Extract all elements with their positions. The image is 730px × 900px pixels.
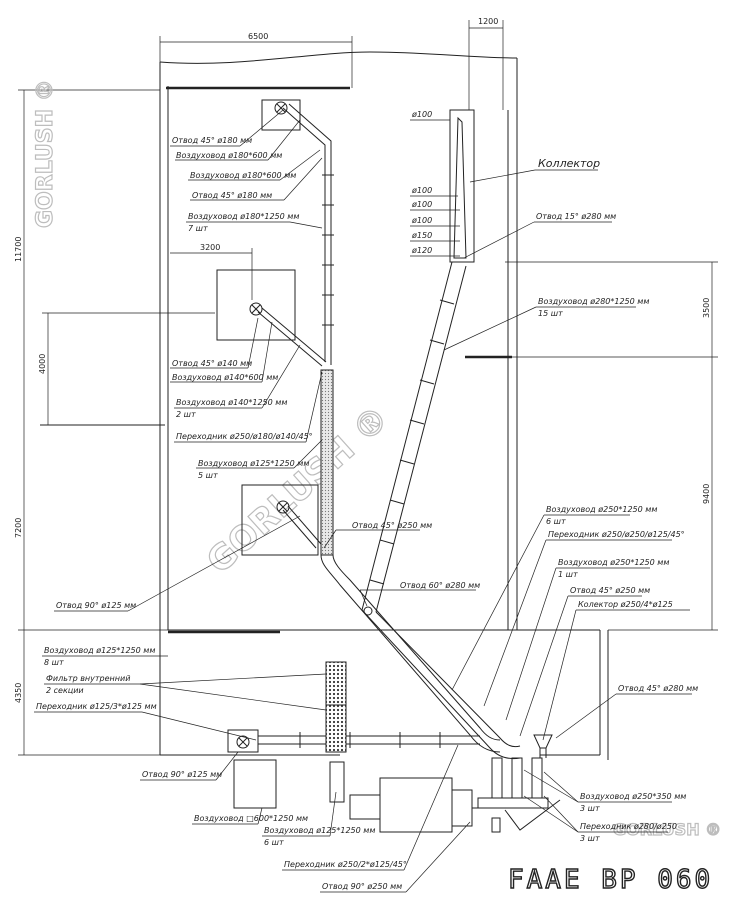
label-elbow-45-180: Отвод 45° ø180 мм [192, 191, 272, 200]
label-elbow-45-250: Отвод 45° ø250 мм [352, 521, 432, 530]
label-duct-250x1250-a: Воздуховод ø250*1250 мм [546, 505, 657, 514]
label-duct-180x1250-qty: 7 шт [188, 224, 208, 233]
label-duct-180x600-b: Воздуховод ø180*600 мм [190, 171, 296, 180]
watermark-bottom: GORLUSH ® [613, 820, 721, 839]
collector-body [449, 109, 475, 263]
dimension-values: 6500 1200 11700 3200 4000 7200 4350 3500… [14, 17, 711, 703]
machine-port-icon [236, 735, 250, 749]
label-collector-d100-d: ø100 [411, 216, 432, 225]
machine-box-middle [216, 269, 296, 341]
label-elbow-60-280: Отвод 60° ø280 мм [400, 581, 480, 590]
dim-9400: 9400 [702, 484, 711, 504]
square-duct-box [233, 759, 277, 809]
label-duct-125x1250-a-qty: 5 шт [198, 471, 218, 480]
label-adapter-125-3x125: Переходник ø125/3*ø125 мм [36, 702, 157, 711]
label-collector-d100-b: ø100 [411, 186, 432, 195]
label-collector: Коллектор [538, 157, 600, 170]
label-duct-180x600-a: Воздуховод ø180*600 мм [176, 151, 282, 160]
label-duct-125x1250-a: Воздуховод ø125*1250 мм [198, 459, 309, 468]
label-duct-280x1250: Воздуховод ø280*1250 мм [538, 297, 649, 306]
label-duct-140x1250-qty: 2 шт [176, 410, 196, 419]
dim-11700: 11700 [14, 237, 23, 262]
label-elbow-45-250-right: Отвод 45° ø250 мм [570, 586, 650, 595]
label-adapter-250-2x125: Переходник ø250/2*ø125/45° [284, 860, 407, 869]
machine-box-lower [241, 484, 319, 556]
label-duct-125x1250-c: Воздуховод ø125*1250 мм [264, 826, 375, 835]
label-duct-140x1250: Воздуховод ø140*1250 мм [176, 398, 287, 407]
label-adapter-280-250-qty: 3 шт [580, 834, 600, 843]
dimension-lines [18, 20, 718, 756]
machine-port-icon [249, 302, 263, 316]
label-elbow-45-180-top: Отвод 45° ø180 мм [172, 136, 252, 145]
label-internal-filter: Фильтр внутренний [46, 674, 130, 683]
label-duct-250x1250-b: Воздуховод ø250*1250 мм [558, 558, 669, 567]
dim-3200: 3200 [200, 243, 220, 252]
dim-6500: 6500 [248, 32, 268, 41]
label-collector-d100-top: ø100 [411, 110, 432, 119]
label-collector-d120: ø120 [411, 246, 432, 255]
watermark-diagonal: GORLUSH ® [199, 398, 397, 582]
duct-network [257, 103, 561, 833]
component-labels: Отвод 45° ø180 мм Воздуховод ø180*600 мм… [36, 110, 698, 891]
label-duct-250x1250-b-qty: 1 шт [558, 570, 578, 579]
dim-3500: 3500 [702, 298, 711, 318]
label-elbow-90-125-upper: Отвод 90° ø125 мм [56, 601, 136, 610]
label-elbow-45-280: Отвод 45° ø280 мм [618, 684, 698, 693]
label-duct-140x600: Воздуховод ø140*600 мм [172, 373, 278, 382]
machine-box-top [261, 99, 301, 131]
dim-4350: 4350 [14, 683, 23, 703]
label-collector-d150: ø150 [411, 231, 432, 240]
label-duct-125x1250-b: Воздуховод ø125*1250 мм [44, 646, 155, 655]
label-collector-250-4x125: Колектор ø250/4*ø125 [578, 600, 673, 609]
label-duct-250x350-qty: 3 шт [580, 804, 600, 813]
room-boxes [216, 99, 319, 809]
label-adapter-280-250: Переходник ø280/ø250 [580, 822, 677, 831]
watermarks: GORLUSH ® GORLUSH ® GORLUSH ® [32, 79, 721, 840]
label-adapter-250-180-140: Переходник ø250/ø180/ø140/45° [176, 432, 313, 441]
dim-1200: 1200 [478, 17, 498, 26]
label-adapter-250-250-125: Переходник ø250/ø250/ø125/45° [548, 530, 685, 539]
label-elbow-45-140: Отвод 45° ø140 мм [172, 359, 252, 368]
label-internal-filter-sections: 2 секции [46, 686, 84, 695]
building-outline [40, 51, 609, 760]
label-elbow-90-250: Отвод 90° ø250 мм [322, 882, 402, 891]
label-duct-125x1250-b-qty: 8 шт [44, 658, 64, 667]
dim-7200: 7200 [14, 518, 23, 538]
leader-lines [34, 109, 692, 893]
label-collector-d100-c: ø100 [411, 200, 432, 209]
machine-box-bottom [227, 729, 259, 753]
dim-4000: 4000 [38, 354, 47, 374]
drawing-title: FAAE BP 060 [508, 865, 713, 895]
label-duct-280x1250-qty: 15 шт [538, 309, 563, 318]
label-duct-180x1250: Воздуховод ø180*1250 мм [188, 212, 299, 221]
label-duct-125x1250-c-qty: 6 шт [264, 838, 284, 847]
internal-filter [325, 661, 347, 753]
label-duct-250x1250-a-qty: 6 шт [546, 517, 566, 526]
watermark-vertical: GORLUSH ® [33, 79, 58, 228]
label-square-duct-600x1250: Воздуховод □600*1250 мм [194, 814, 308, 823]
machine-port-icon [274, 101, 288, 115]
label-elbow-15-280: Отвод 15° ø280 мм [536, 212, 616, 221]
fan-unit [379, 777, 453, 833]
label-duct-250x350: Воздуховод ø250*350 мм [580, 792, 686, 801]
label-elbow-90-125-lower: Отвод 90° ø125 мм [142, 770, 222, 779]
